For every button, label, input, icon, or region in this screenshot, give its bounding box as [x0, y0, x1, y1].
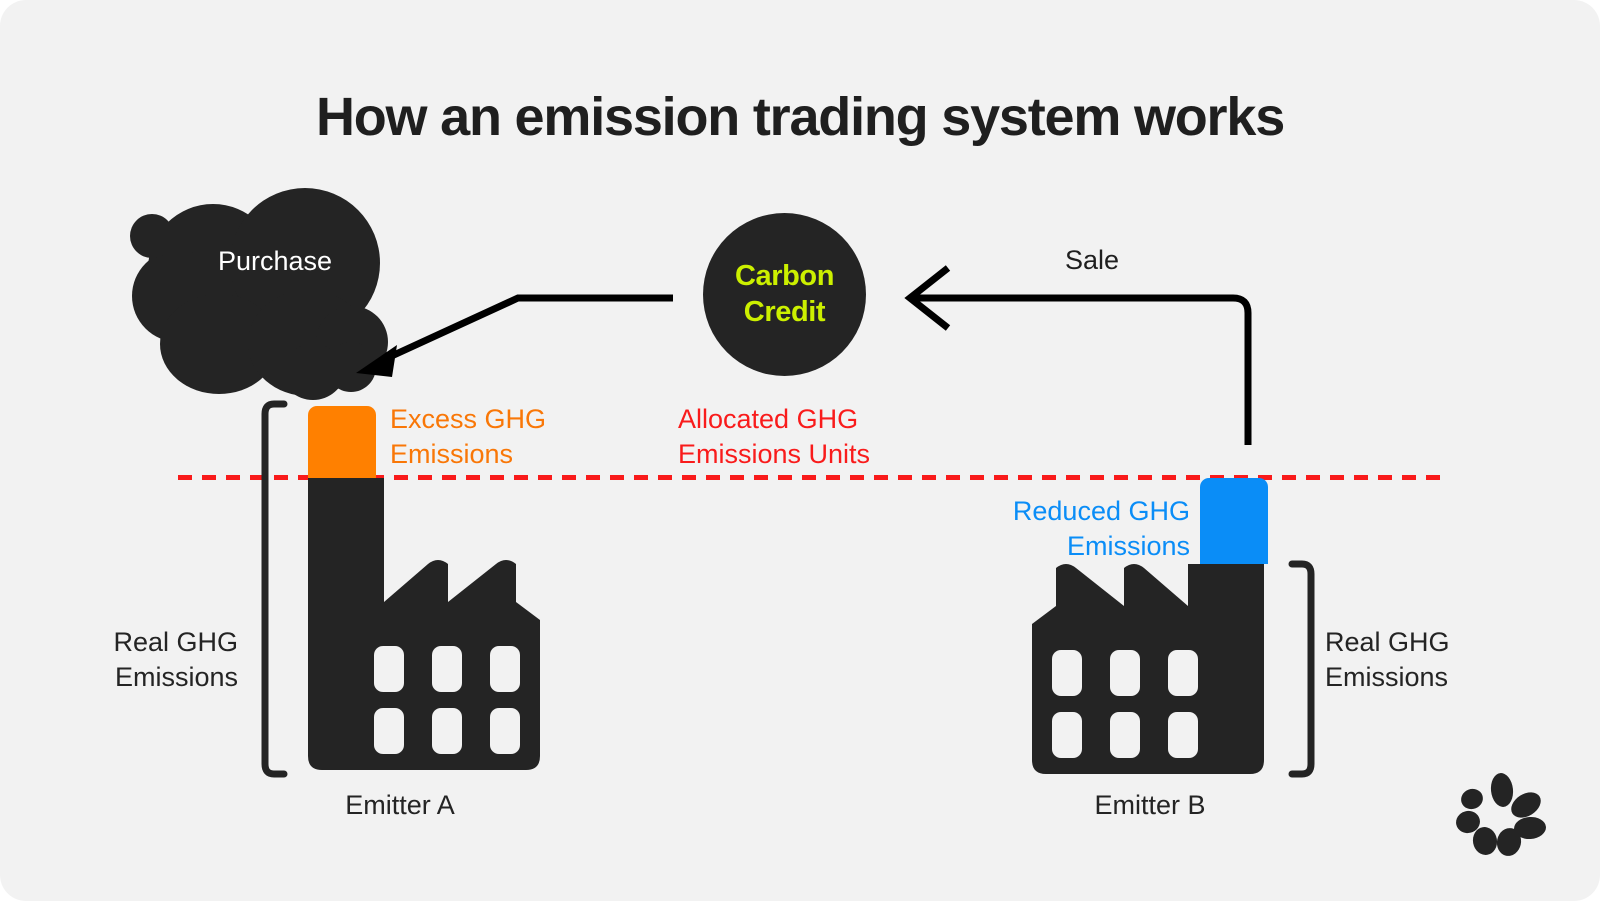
cloud-puff	[130, 214, 174, 258]
carbon-credit-bubble[interactable]: Carbon Credit	[703, 213, 866, 376]
allocated-cap-line	[178, 475, 1450, 480]
emitter-a-label: Emitter A	[345, 790, 455, 820]
carbon-credit-label: Carbon Credit	[734, 260, 835, 328]
excess-emissions-block	[308, 406, 376, 478]
real-ghg-label-b: Real GHG Emissions	[1325, 627, 1450, 692]
real-ghg-label-a: Real GHG Emissions	[113, 627, 238, 692]
cloud-puff	[326, 342, 376, 392]
real-ghg-bracket-a	[261, 400, 288, 778]
reduced-emissions-label: Reduced GHG Emissions	[1012, 496, 1190, 561]
excess-emissions-label: Excess GHG Emissions	[390, 404, 547, 469]
reduced-emissions-block	[1200, 478, 1268, 564]
factory-b-icon	[1032, 564, 1264, 774]
emitter-b-label: Emitter B	[1094, 790, 1206, 820]
real-ghg-bracket-b	[1288, 560, 1315, 778]
allocated-units-label: Allocated GHG Emissions Units	[678, 404, 871, 469]
brand-petal-logo	[1456, 773, 1546, 856]
sale-label: Sale	[1064, 245, 1120, 275]
page-title: How an emission trading system works	[315, 87, 1285, 147]
factory-a-icon	[308, 478, 540, 770]
smoke-cloud: Purchase	[130, 186, 420, 400]
purchase-label: Purchase	[217, 246, 333, 276]
